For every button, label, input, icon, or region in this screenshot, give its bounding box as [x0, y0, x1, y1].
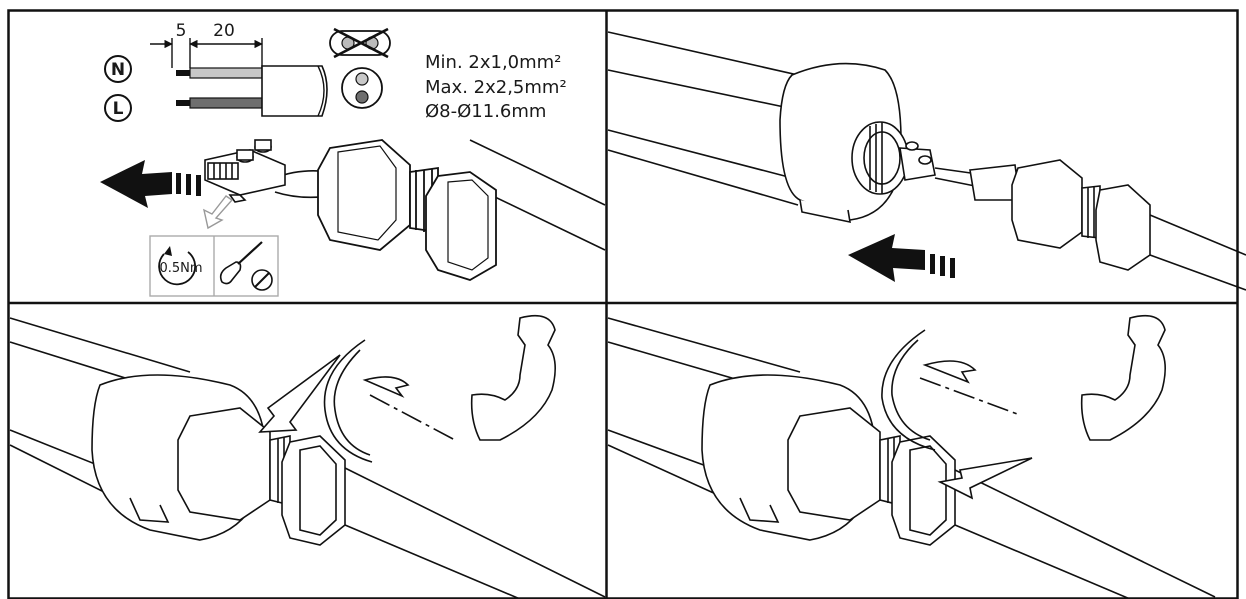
panel-1-wiring: N L 5 20: [100, 21, 606, 297]
panel-3-tighten-gland: [9, 314, 606, 599]
strong-arm-icon-4: [1080, 314, 1166, 441]
rotation-icon: [158, 246, 196, 286]
gland-body-4: [787, 407, 956, 546]
push-direction-arrow: [100, 160, 201, 208]
luminaire-thread-socket: [851, 121, 909, 195]
torque-instruction-box: 0.5Nm: [149, 235, 279, 297]
live-letter: L: [113, 99, 124, 119]
cable-spec-min: Min. 2x1,0mm²: [425, 52, 561, 73]
slotted-screw-icon: [251, 269, 273, 291]
gland-callout-arrow-3: [258, 354, 341, 433]
strip-length-short: 5: [176, 21, 187, 41]
panel-2-insert-connector: [607, 31, 1246, 291]
cable-gland-2: [1011, 159, 1151, 271]
live-terminal-label: L: [104, 94, 132, 122]
stripped-cable: [176, 65, 328, 117]
cable-gland: [317, 139, 497, 281]
rotation-arrow-3: [323, 339, 410, 463]
panel-4-tighten-cap: [607, 314, 1216, 599]
gland-body-3: [177, 407, 346, 546]
neutral-letter: N: [111, 60, 125, 80]
terminal-connector: [204, 139, 286, 203]
rotation-arrow-4: [881, 329, 977, 451]
neutral-terminal-label: N: [104, 55, 132, 83]
push-direction-arrow-2: [848, 234, 955, 282]
gland-callout-arrow-4: [937, 457, 1033, 500]
cable-spec-max: Max. 2x2,5mm²: [425, 77, 567, 98]
screwdriver-callout-arrow: [202, 195, 234, 230]
strip-length-long: 20: [213, 21, 235, 41]
flat-cable-not-allowed-icon: [329, 27, 391, 59]
round-cable-allowed-icon: [341, 67, 383, 109]
strong-arm-icon: [470, 314, 556, 441]
cable-spec-diameter: Ø8-Ø11.6mm: [425, 101, 546, 122]
torque-value: 0.5Nm: [159, 261, 202, 276]
strip-length-dimensions: [150, 38, 263, 68]
screwdriver-icon: [219, 241, 263, 285]
